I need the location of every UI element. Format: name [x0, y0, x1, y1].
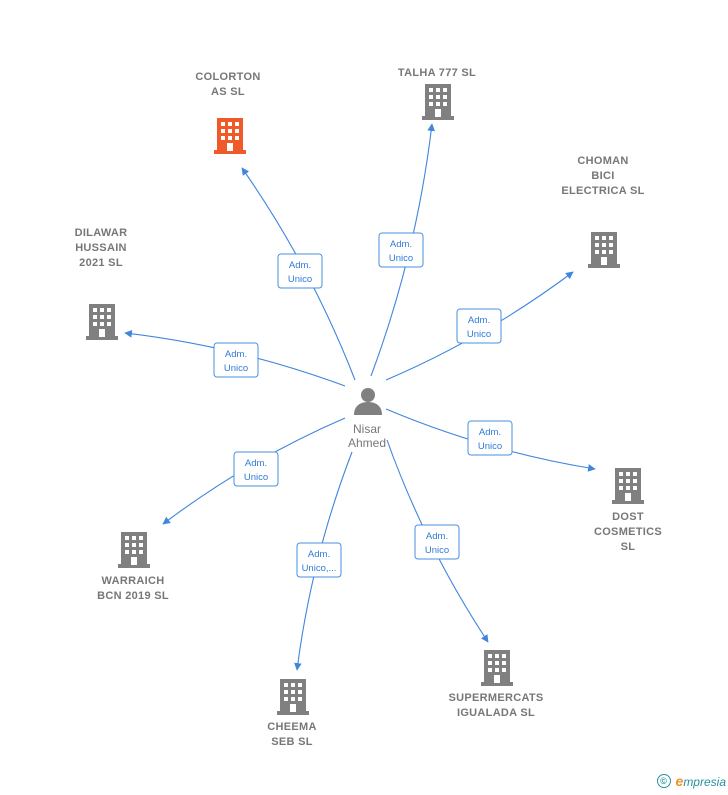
role-badge-cheema[interactable]: Adm. Unico,...	[296, 542, 342, 578]
footer-brand: © empresia	[656, 773, 726, 789]
roles-layer: Adm.UnicoAdm.UnicoAdm.UnicoAdm.UnicoAdm.…	[213, 232, 513, 578]
building-icon	[481, 650, 513, 686]
company-label: DOST	[612, 511, 644, 523]
person-icon	[354, 388, 382, 415]
company-label: WARRAICH	[102, 575, 165, 587]
role-text: Adm.	[479, 427, 501, 438]
role-badge-supermercats[interactable]: Adm. Unico	[414, 524, 460, 560]
building-icon	[612, 468, 644, 504]
company-node-choman[interactable]: CHOMAN BICI ELECTRICA SL	[561, 155, 644, 268]
role-text: Unico	[389, 253, 413, 264]
building-icon	[214, 118, 246, 154]
company-label: DILAWAR	[75, 227, 128, 239]
building-icon	[588, 232, 620, 268]
company-node-dilawar[interactable]: DILAWAR HUSSAIN 2021 SL	[75, 227, 128, 340]
role-badge-talha[interactable]: Adm. Unico	[378, 232, 424, 268]
role-text: Adm.	[245, 458, 267, 469]
nodes-layer: COLORTON AS SL TALHA 777 SL CHOMAN BICI ELECT…	[75, 67, 662, 748]
role-text: Unico	[478, 441, 502, 452]
company-node-talha[interactable]: TALHA 777 SL	[398, 67, 476, 120]
company-label: CHEEMA	[267, 721, 316, 733]
role-text: Unico	[244, 472, 268, 483]
company-node-warraich[interactable]: WARRAICH BCN 2019 SL	[97, 532, 169, 602]
role-text: Unico	[288, 274, 312, 285]
company-label: SEB SL	[271, 736, 313, 748]
company-label: COSMETICS	[594, 526, 662, 538]
role-text: Unico	[467, 329, 491, 340]
person-name-line-1: Nisar	[353, 422, 381, 436]
company-label: SL	[621, 541, 636, 553]
role-text: Unico,...	[302, 563, 337, 574]
person-name-line-2: Ahmed	[348, 436, 386, 450]
company-node-cheema[interactable]: CHEEMA SEB SL	[267, 679, 316, 748]
company-label: CHOMAN	[577, 155, 628, 167]
company-label: HUSSAIN	[75, 242, 127, 254]
role-badge-warraich[interactable]: Adm. Unico	[233, 451, 279, 487]
brand-logo: empresia	[675, 773, 726, 789]
company-label: IGUALADA SL	[457, 707, 535, 719]
building-icon	[86, 304, 118, 340]
role-text: Adm.	[390, 239, 412, 250]
building-icon	[277, 679, 309, 715]
company-label: AS SL	[211, 86, 245, 98]
role-text: Adm.	[225, 349, 247, 360]
role-badge-dilawar[interactable]: Adm. Unico	[213, 342, 259, 378]
company-label: SUPERMERCATS	[448, 692, 543, 704]
company-node-dost[interactable]: DOST COSMETICS SL	[594, 468, 662, 553]
role-badge-dost[interactable]: Adm. Unico	[467, 420, 513, 456]
company-label: 2021 SL	[79, 257, 123, 269]
copyright-icon: ©	[656, 774, 671, 788]
role-text: Adm.	[426, 531, 448, 542]
company-label: BCN 2019 SL	[97, 590, 169, 602]
role-text: Adm.	[289, 260, 311, 271]
company-label: COLORTON	[195, 71, 260, 83]
role-badge-choman[interactable]: Adm. Unico	[456, 308, 502, 344]
role-text: Unico	[425, 545, 449, 556]
company-label: ELECTRICA SL	[561, 185, 644, 197]
role-text: Adm.	[468, 315, 490, 326]
building-icon	[118, 532, 150, 568]
edges-layer	[124, 123, 596, 671]
company-node-colorton[interactable]: COLORTON AS SL	[195, 71, 260, 154]
role-text: Adm.	[308, 549, 330, 560]
company-label: BICI	[591, 170, 614, 182]
building-icon	[422, 84, 454, 120]
company-node-supermercats[interactable]: SUPERMERCATS IGUALADA SL	[448, 650, 543, 719]
company-label: TALHA 777 SL	[398, 67, 476, 79]
center-node[interactable]: Nisar Ahmed	[348, 388, 386, 450]
role-badge-colorton[interactable]: Adm. Unico	[277, 253, 323, 289]
role-text: Unico	[224, 363, 248, 374]
